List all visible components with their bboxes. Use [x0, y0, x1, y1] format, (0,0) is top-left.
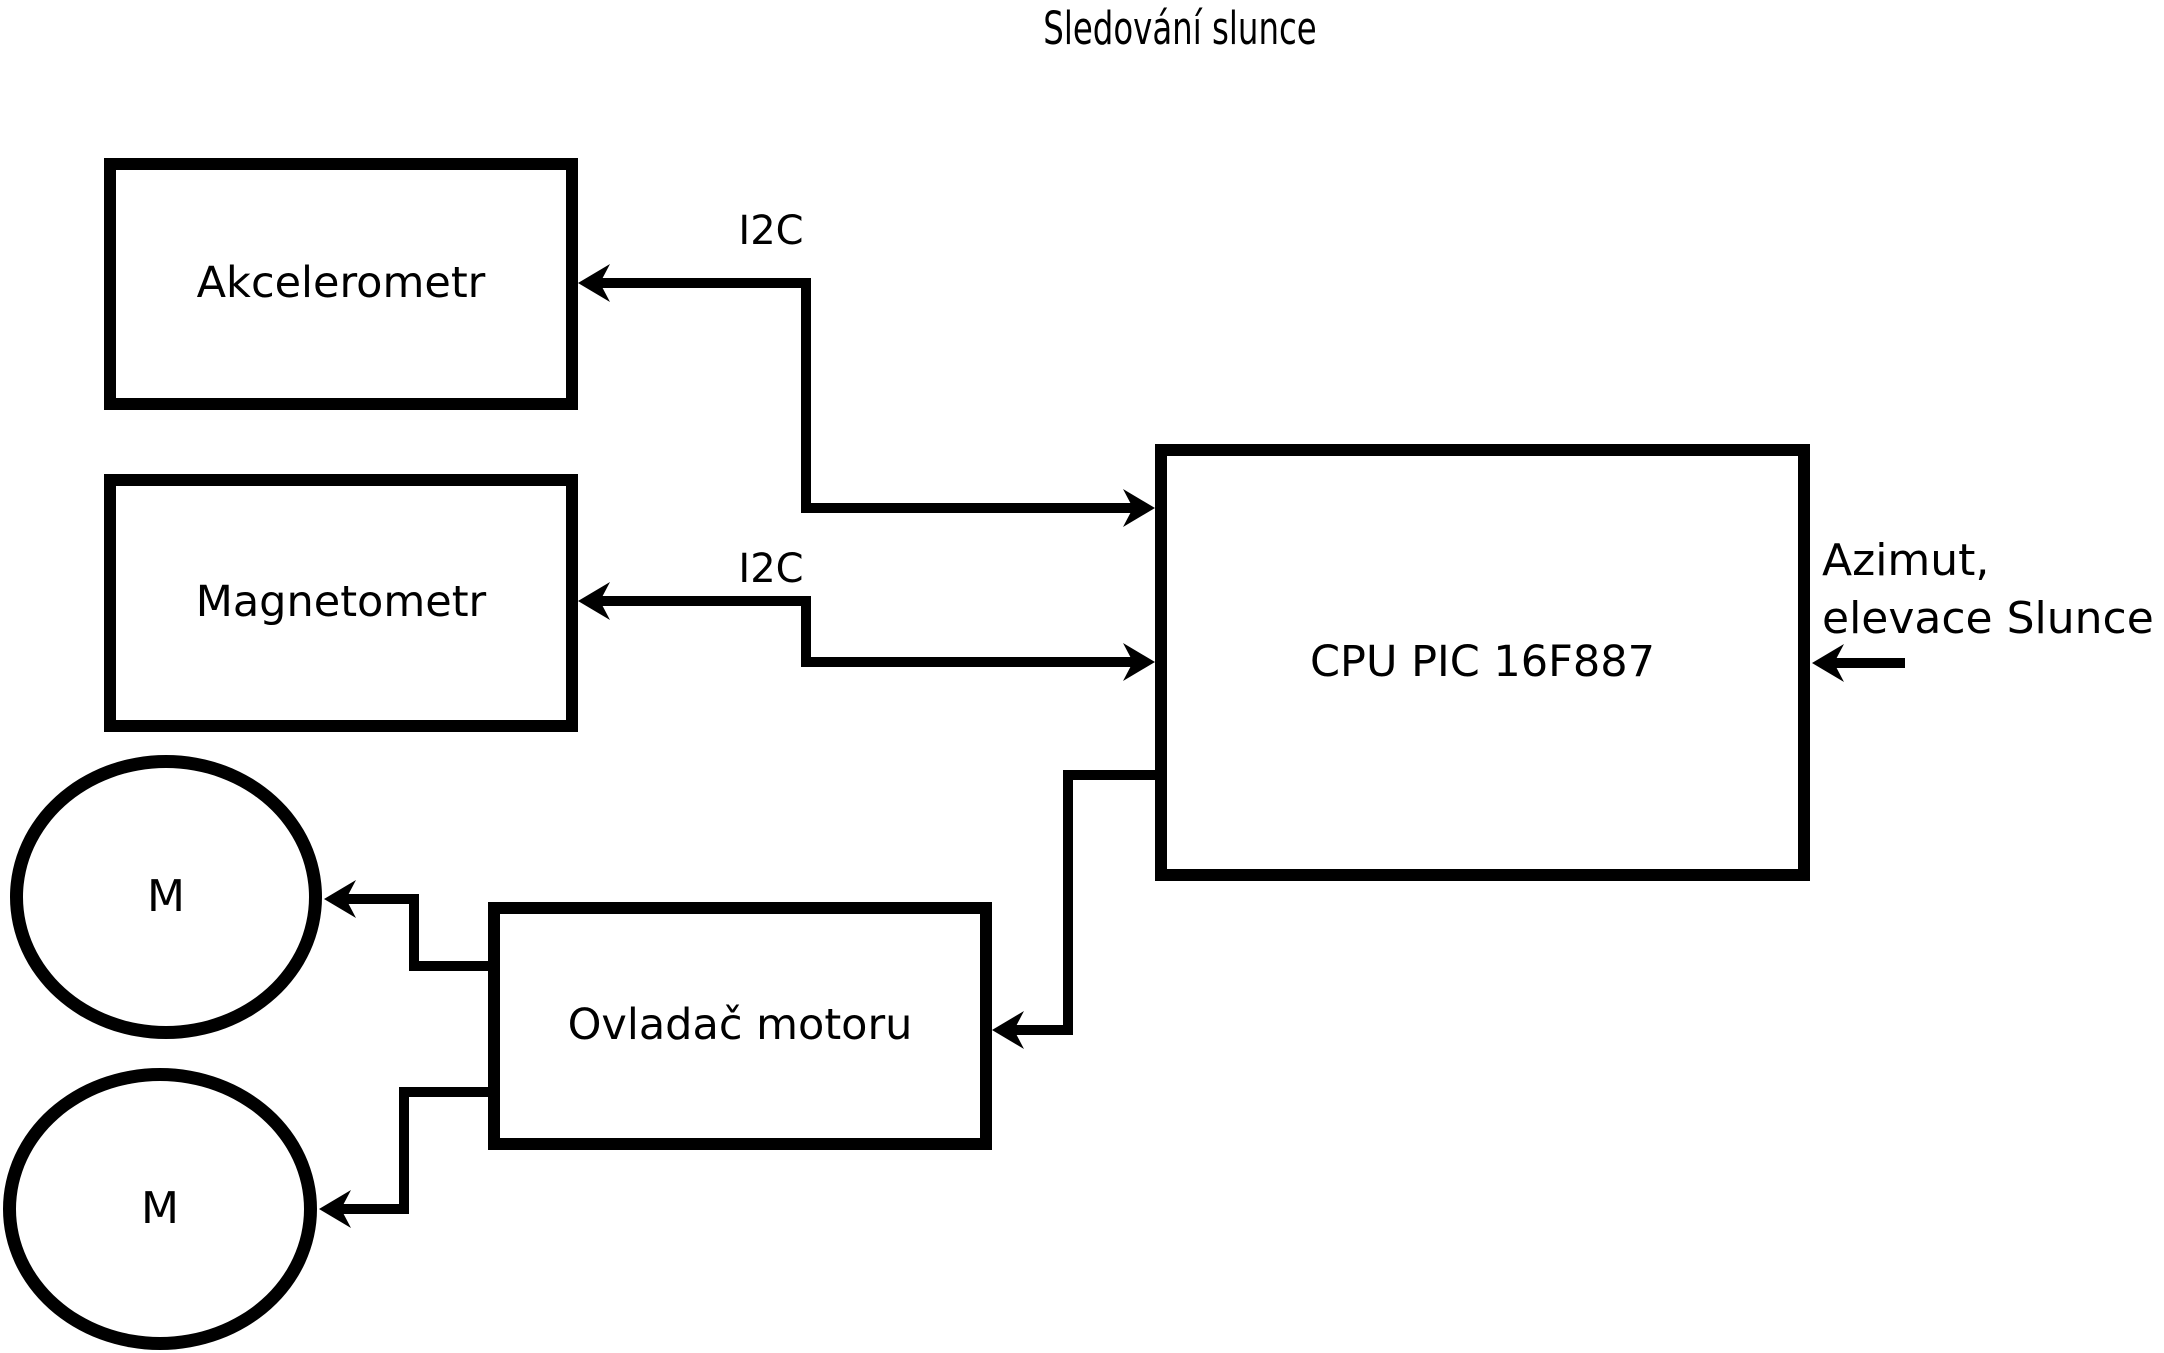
node-magnetometr-label: Magnetometr — [195, 577, 487, 628]
cpu-input-label-line1: Azimut, — [1822, 535, 1990, 586]
node-motor-top: M — [10, 755, 322, 1039]
arrowhead-into-magnetometr — [578, 582, 610, 620]
cpu-input-label: Azimut, elevace Slunce — [1822, 532, 2154, 648]
node-magnetometr: Magnetometr — [104, 474, 578, 732]
arrowhead-into-cpu-middle — [1123, 643, 1155, 681]
cpu-input-label-line2: elevace Slunce — [1822, 593, 2154, 644]
arrowhead-into-akcelerometr — [578, 264, 610, 302]
arrowhead-into-cpu-top — [1123, 489, 1155, 527]
connector-driver-motor-bottom — [341, 1087, 488, 1214]
arrowhead-into-motor-top — [324, 880, 356, 918]
connector-cpu-motor-driver — [1014, 770, 1155, 1035]
connector-i2c-cpu-akcelerometr — [600, 278, 1133, 513]
node-akcelerometr: Akcelerometr — [104, 158, 578, 410]
arrowhead-azimut-into-cpu — [1812, 644, 1844, 682]
node-motor-bottom-label: M — [141, 1182, 179, 1234]
node-akcelerometr-label: Akcelerometr — [196, 258, 486, 309]
arrowhead-into-motor-bottom — [319, 1190, 351, 1228]
node-motor-top-label: M — [147, 870, 185, 922]
node-motor-bottom: M — [3, 1068, 317, 1350]
edge-label-i2c-akcelerometr: I2C — [738, 208, 804, 254]
connector-driver-motor-top — [346, 894, 488, 971]
node-motor-driver: Ovladač motoru — [488, 902, 992, 1150]
node-cpu-label: CPU PIC 16F887 — [1310, 636, 1655, 687]
diagram-title: Sledování slunce — [1043, 2, 1317, 55]
edge-label-i2c-magnetometr: I2C — [738, 546, 804, 592]
arrowhead-into-motor-driver — [992, 1011, 1024, 1049]
node-cpu: CPU PIC 16F887 — [1155, 444, 1810, 881]
connector-i2c-cpu-magnetometr — [600, 596, 1133, 667]
node-motor-driver-label: Ovladač motoru — [567, 1000, 913, 1051]
